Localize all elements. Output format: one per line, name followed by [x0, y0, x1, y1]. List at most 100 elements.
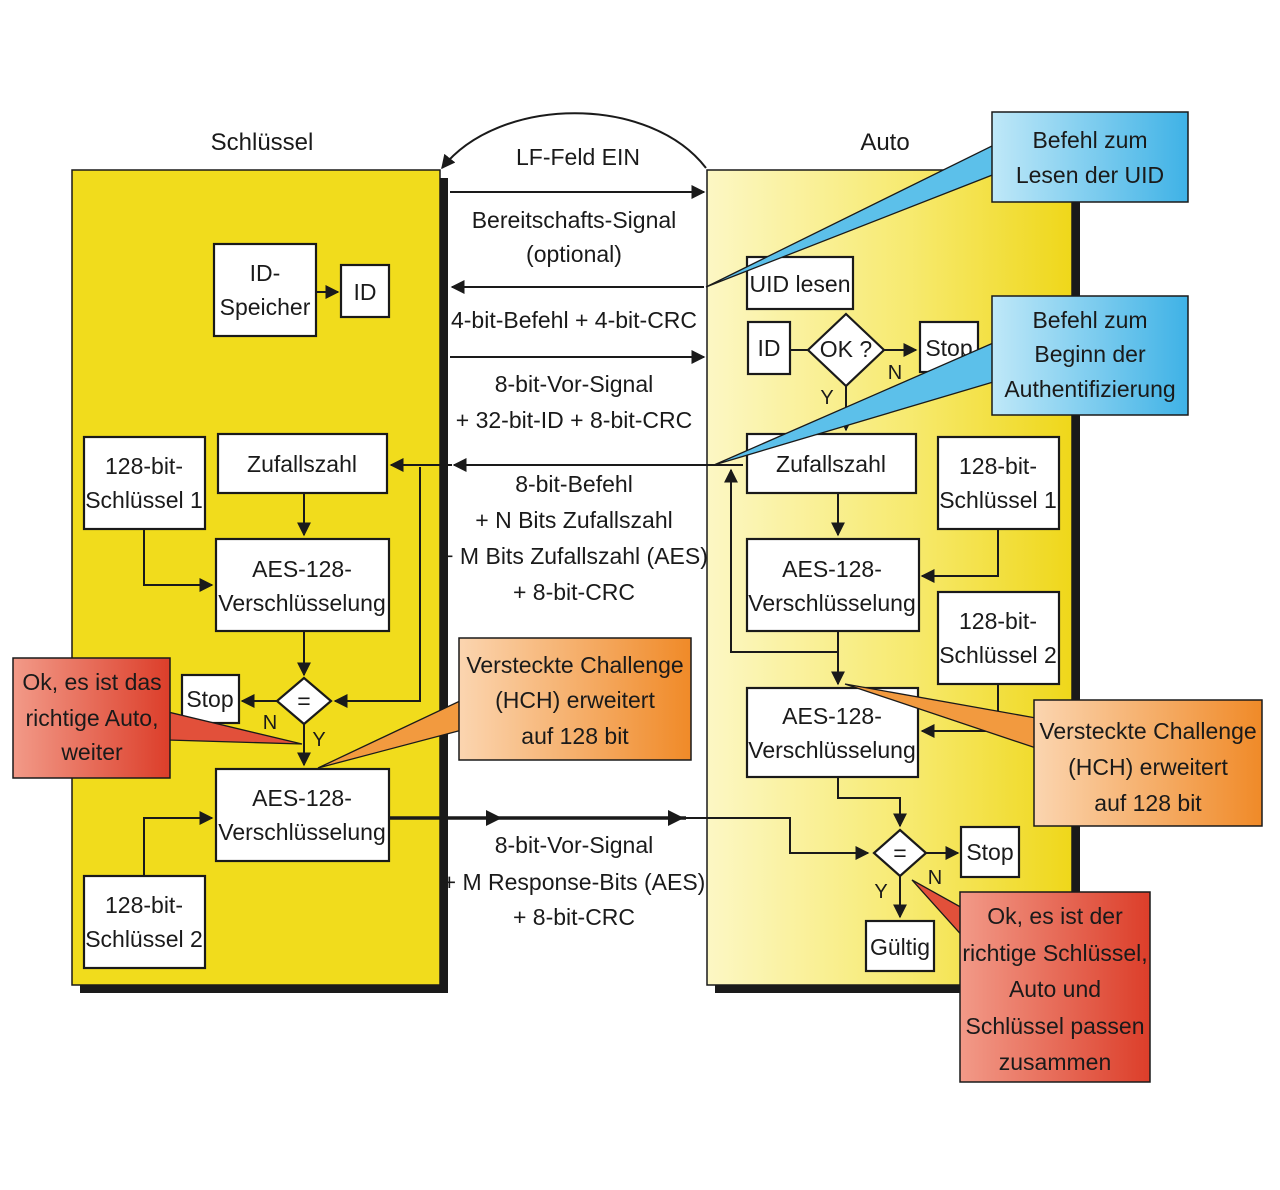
car-compare-yes: Y	[874, 881, 887, 903]
key-key2-box: 128-bit- Schlüssel 2	[82, 874, 207, 970]
car-aes2-box: AES-128- Verschlüsselung	[745, 686, 920, 779]
svg-text:Versteckte Challenge: Versteckte Challenge	[1039, 718, 1256, 744]
car-key1-box: 128-bit- Schlüssel 1	[936, 435, 1061, 531]
key-id-memory-box: ID- Speicher	[212, 242, 318, 338]
svg-text:Zufallszahl: Zufallszahl	[776, 451, 886, 477]
callout-ok-right-car: Ok, es ist das richtige Auto, weiter	[12, 657, 303, 779]
msg-challenge-line4: + 8-bit-CRC	[513, 579, 635, 605]
svg-text:Verschlüsselung: Verschlüsselung	[218, 819, 386, 845]
svg-text:Gültig: Gültig	[870, 934, 930, 960]
arrow-key1-to-aes1	[143, 529, 214, 592]
key-compare-no: N	[263, 712, 277, 734]
msg-id-line2: + 32-bit-ID + 8-bit-CRC	[456, 407, 692, 433]
arrow-key2-to-aes2	[143, 811, 214, 876]
car-header: Auto	[860, 129, 909, 156]
car-aes1-box: AES-128- Verschlüsselung	[745, 537, 921, 633]
svg-text:Speicher: Speicher	[220, 294, 311, 320]
svg-text:(HCH) erweitert: (HCH) erweitert	[1068, 754, 1228, 780]
svg-text:Auto und: Auto und	[1009, 976, 1101, 1002]
svg-text:Beginn der: Beginn der	[1034, 341, 1146, 367]
response-arrowhead-1	[486, 810, 502, 826]
callout-auth-command: Befehl zum Beginn der Authentifizierung	[713, 295, 1189, 466]
svg-text:AES-128-: AES-128-	[252, 785, 352, 811]
lf-field-arc	[441, 112, 707, 170]
svg-text:Stop: Stop	[966, 839, 1013, 865]
car-ok-yes: Y	[820, 387, 833, 409]
callout-hidden-challenge-key: Versteckte Challenge (HCH) erweitert auf…	[317, 637, 692, 769]
car-ok-no: N	[888, 362, 902, 384]
svg-text:Zufallszahl: Zufallszahl	[247, 451, 357, 477]
svg-text:Ok, es ist der: Ok, es ist der	[987, 903, 1123, 929]
key-random-box: Zufallszahl	[216, 432, 389, 495]
msg-id-line1: 8-bit-Vor-Signal	[495, 371, 654, 397]
svg-text:zusammen: zusammen	[999, 1049, 1111, 1075]
key-key1-box: 128-bit- Schlüssel 1	[82, 435, 207, 531]
svg-text:Befehl zum: Befehl zum	[1032, 127, 1147, 153]
svg-text:Verschlüsselung: Verschlüsselung	[748, 737, 916, 763]
svg-text:Befehl zum: Befehl zum	[1032, 307, 1147, 333]
svg-text:AES-128-: AES-128-	[782, 556, 882, 582]
msg-ready-line1: Bereitschafts-Signal	[472, 207, 677, 233]
svg-text:128-bit-: 128-bit-	[105, 892, 183, 918]
arrow-random-to-compare	[333, 467, 421, 708]
response-arrowhead-2	[668, 810, 684, 826]
lf-field-label: LF-Feld EIN	[516, 144, 640, 170]
svg-text:(HCH) erweitert: (HCH) erweitert	[495, 687, 655, 713]
svg-text:ID: ID	[354, 279, 377, 305]
key-header: Schlüssel	[211, 129, 314, 156]
svg-text:UID lesen: UID lesen	[750, 271, 851, 297]
arrow-key1-to-aes1-car	[920, 529, 999, 583]
key-aes2-box: AES-128- Verschlüsselung	[214, 767, 391, 863]
car-read-uid-box: UID lesen	[745, 255, 855, 311]
svg-text:128-bit-: 128-bit-	[959, 453, 1037, 479]
msg-uid-command: 4-bit-Befehl + 4-bit-CRC	[451, 307, 697, 333]
svg-text:Ok, es ist das: Ok, es ist das	[22, 669, 161, 695]
svg-text:AES-128-: AES-128-	[782, 703, 882, 729]
callout-read-uid-command: Befehl zum Lesen der UID	[705, 111, 1189, 288]
msg-response-line2: + M Response-Bits (AES)	[443, 869, 706, 895]
svg-text:AES-128-: AES-128-	[252, 556, 352, 582]
car-ok-diamond: OK ?	[806, 312, 886, 388]
car-id-box: ID	[746, 320, 792, 376]
svg-text:Stop: Stop	[186, 686, 233, 712]
car-key2-box: 128-bit- Schlüssel 2	[936, 590, 1061, 686]
svg-text:auf 128 bit: auf 128 bit	[521, 723, 629, 749]
car-stop2-box: Stop	[959, 825, 1021, 879]
svg-text:Versteckte Challenge: Versteckte Challenge	[466, 652, 683, 678]
callout-ok-right-key: Ok, es ist der richtige Schlüssel, Auto …	[911, 879, 1151, 1083]
svg-text:Schlüssel 2: Schlüssel 2	[85, 926, 203, 952]
arrow-random-feedback	[724, 468, 838, 653]
key-compare-yes: Y	[312, 729, 325, 751]
svg-text:Schlüssel 1: Schlüssel 1	[939, 487, 1057, 513]
key-id-box: ID	[339, 263, 391, 319]
svg-text:Lesen der UID: Lesen der UID	[1016, 162, 1164, 188]
arrow-aes2-to-compare-car	[837, 777, 907, 828]
car-compare-no: N	[928, 867, 942, 889]
svg-text:richtige Schlüssel,: richtige Schlüssel,	[962, 940, 1147, 966]
msg-ready-line2: (optional)	[526, 241, 622, 267]
svg-text:128-bit-: 128-bit-	[105, 453, 183, 479]
key-aes1-box: AES-128- Verschlüsselung	[214, 537, 391, 633]
car-compare-diamond: =	[872, 828, 928, 878]
svg-text:Schlüssel 1: Schlüssel 1	[85, 487, 203, 513]
svg-text:OK ?: OK ?	[820, 336, 872, 362]
key-stop-box: Stop	[180, 673, 241, 725]
svg-text:=: =	[893, 840, 906, 866]
msg-challenge-line1: 8-bit-Befehl	[515, 471, 633, 497]
svg-text:128-bit-: 128-bit-	[959, 608, 1037, 634]
msg-response-line1: 8-bit-Vor-Signal	[495, 832, 654, 858]
msg-challenge-line2: + N Bits Zufallszahl	[475, 507, 673, 533]
arrow-response-to-compare	[686, 817, 870, 860]
svg-text:weiter: weiter	[60, 739, 123, 765]
callout-hidden-challenge-car: Versteckte Challenge (HCH) erweitert auf…	[844, 683, 1263, 827]
car-valid-box: Gültig	[864, 919, 936, 973]
svg-text:Verschlüsselung: Verschlüsselung	[218, 590, 386, 616]
svg-text:Authentifizierung: Authentifizierung	[1004, 376, 1175, 402]
svg-text:ID-: ID-	[250, 260, 281, 286]
msg-response-line3: + 8-bit-CRC	[513, 904, 635, 930]
msg-challenge-line3: + M Bits Zufallszahl (AES)	[440, 543, 708, 569]
svg-text:auf 128 bit: auf 128 bit	[1094, 790, 1202, 816]
svg-text:richtige Auto,: richtige Auto,	[26, 705, 159, 731]
svg-text:=: =	[297, 688, 310, 714]
